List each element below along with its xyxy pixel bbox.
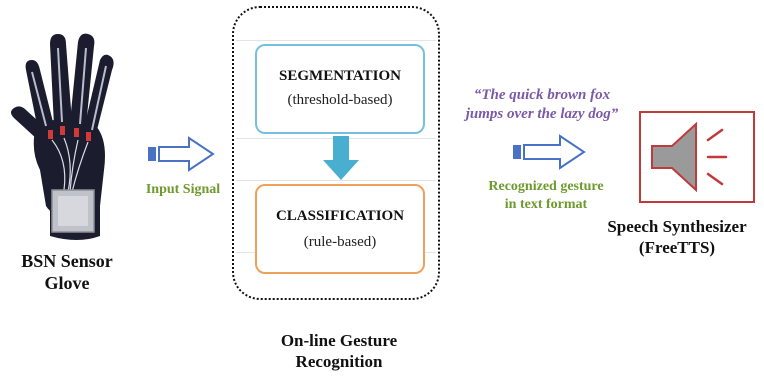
recognized-gesture-label-line1: Recognized gesture: [488, 179, 604, 194]
classification-title: CLASSIFICATION: [275, 208, 405, 224]
glove-caption: BSN Sensor Glove: [0, 250, 134, 294]
segmentation-box: SEGMENTATION (threshold-based): [255, 44, 425, 134]
input-signal-label: Input Signal: [145, 182, 221, 197]
example-sentence-line1: “The quick brown fox: [473, 87, 611, 103]
example-sentence: “The quick brown fox jumps over the lazy…: [454, 86, 630, 124]
frame-guideline: [236, 180, 436, 181]
synthesizer-caption-line1: Speech Synthesizer: [607, 217, 747, 236]
recognized-gesture-label-line2: in text format: [504, 197, 588, 212]
gesture-recognition-frame: [232, 6, 440, 300]
sensor-glove-image: [11, 33, 114, 240]
glove-caption-line2: Glove: [44, 273, 90, 293]
synthesizer-caption: Speech Synthesizer (FreeTTS): [590, 216, 764, 258]
speaker-icon: [639, 111, 755, 203]
synthesizer-caption-line2: (FreeTTS): [638, 238, 716, 257]
frame-guideline: [236, 40, 436, 41]
down-arrow-icon: [323, 136, 359, 180]
recognized-gesture-label: Recognized gesture in text format: [464, 178, 628, 214]
recognition-caption-line1: On-line Gesture: [280, 331, 398, 350]
recognition-caption-line2: Recognition: [295, 352, 383, 371]
classification-subtitle: (rule-based): [303, 234, 377, 250]
classification-box: CLASSIFICATION (rule-based): [255, 184, 425, 274]
example-sentence-line2: jumps over the lazy dog”: [465, 106, 619, 122]
glove-caption-line1: BSN Sensor: [21, 251, 113, 271]
output-arrow-icon: [513, 134, 586, 170]
recognition-caption: On-line Gesture Recognition: [244, 330, 434, 372]
input-arrow-icon: [148, 136, 215, 172]
segmentation-subtitle: (threshold-based): [287, 92, 393, 108]
segmentation-title: SEGMENTATION: [279, 68, 401, 84]
